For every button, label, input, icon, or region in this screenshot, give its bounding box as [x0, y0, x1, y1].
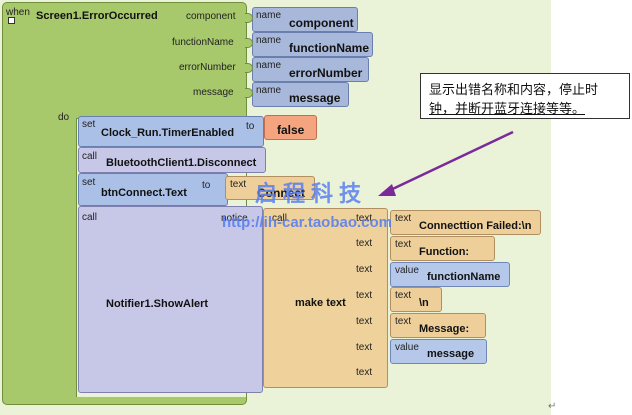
annotation-arrow-head	[378, 184, 396, 196]
call-method-name: Notifier1.ShowAlert	[106, 298, 209, 310]
value-block-function-name[interactable]	[390, 262, 510, 287]
text-value-connection-failed: Connecttion Failed:\n	[419, 220, 532, 232]
make-text-socket-label: text	[356, 290, 373, 301]
param-label-message: message	[193, 87, 234, 98]
value-function-name: functionName	[427, 271, 501, 283]
param-value-component: component	[289, 16, 354, 30]
text-connect-value: Connect	[257, 186, 305, 200]
text-value-newline: \n	[419, 297, 429, 309]
param-label-function-name: functionName	[172, 37, 234, 48]
annotation-arrow-line	[381, 130, 514, 196]
text-block-message[interactable]	[390, 313, 486, 338]
param-message-block[interactable]	[252, 82, 349, 107]
param-error-number-block[interactable]	[252, 57, 369, 82]
annotation-callout: 显示出错名称和内容，停止时 钟，并断开蓝牙连接等等。	[420, 73, 630, 119]
when-label: when	[6, 7, 30, 18]
to-label: to	[202, 180, 211, 191]
text-kind-label: text	[395, 239, 412, 250]
param-connector	[245, 88, 253, 98]
param-label-error-number: errorNumber	[179, 62, 236, 73]
make-text-socket-label: text	[356, 367, 373, 378]
param-value-message: message	[289, 91, 341, 105]
param-name-label: name	[256, 10, 282, 21]
text-kind-label: text	[230, 179, 247, 190]
text-block-connection-failed[interactable]	[390, 210, 541, 235]
set-target-name: Clock_Run.TimerEnabled	[101, 127, 235, 139]
watermark-url: http://ih-car.taobao.com	[222, 214, 393, 231]
text-connect-block[interactable]	[225, 176, 315, 200]
call-notifier-show-alert-block[interactable]	[78, 206, 263, 393]
annotation-line-1: 显示出错名称和内容，停止时	[429, 82, 599, 97]
value-kind-label: value	[395, 342, 419, 353]
logic-false-block[interactable]	[264, 115, 317, 140]
set-clock-run-timer-enabled-block[interactable]	[78, 116, 264, 147]
make-text-socket-label: text	[356, 264, 373, 275]
param-label-component: component	[186, 11, 236, 22]
call-method-name: BluetoothClient1.Disconnect	[106, 157, 257, 169]
text-kind-label: text	[395, 290, 412, 301]
text-block-function[interactable]	[390, 236, 495, 261]
param-connector	[245, 63, 253, 73]
notice-socket-label: notice	[221, 213, 248, 224]
make-text-socket-label: text	[356, 316, 373, 327]
call-keyword: call	[82, 151, 98, 162]
text-block-newline[interactable]	[390, 287, 442, 312]
to-label: to	[246, 121, 255, 132]
make-text-block[interactable]	[263, 208, 388, 388]
set-btnconnect-text-block[interactable]	[78, 173, 228, 206]
call-bluetooth-disconnect-block[interactable]	[78, 147, 266, 173]
make-text-call-keyword: call	[272, 213, 288, 224]
make-text-label: make text	[295, 297, 346, 309]
set-keyword: set	[82, 119, 96, 130]
make-text-socket-label: text	[356, 342, 373, 353]
event-name: Screen1.ErrorOccurred	[36, 10, 158, 22]
set-keyword: set	[82, 177, 96, 188]
param-name-label: name	[256, 85, 282, 96]
make-text-socket-label: text	[356, 213, 373, 224]
call-keyword: call	[82, 212, 98, 223]
param-component-block[interactable]	[252, 7, 358, 32]
value-message: message	[427, 348, 475, 360]
text-kind-label: text	[395, 316, 412, 327]
param-value-error-number: errorNumber	[289, 66, 363, 80]
param-value-function-name: functionName	[289, 41, 370, 55]
return-mark-icon: ↵	[548, 401, 557, 412]
do-label: do	[58, 112, 70, 123]
text-value-message: Message:	[419, 323, 470, 335]
annotation-line-2: 钟，并断开蓝牙连接等等。	[429, 101, 586, 116]
value-block-message[interactable]	[390, 339, 487, 364]
make-text-socket-label: text	[356, 238, 373, 249]
param-name-label: name	[256, 60, 282, 71]
param-connector	[245, 13, 253, 23]
watermark-brand: 启程科技	[255, 181, 368, 206]
collapse-toggle-icon[interactable]	[8, 17, 15, 24]
value-kind-label: value	[395, 265, 419, 276]
param-function-name-block[interactable]	[252, 32, 373, 57]
text-kind-label: text	[395, 213, 412, 224]
text-value-function: Function:	[419, 246, 470, 258]
set-target-name: btnConnect.Text	[101, 187, 187, 199]
param-connector	[245, 38, 253, 48]
param-name-label: name	[256, 35, 282, 46]
logic-false-value: false	[277, 123, 305, 137]
